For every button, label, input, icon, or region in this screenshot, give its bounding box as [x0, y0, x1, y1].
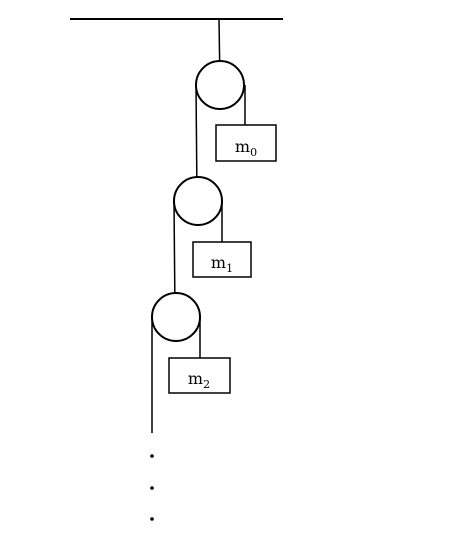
pulley-1 — [173, 176, 223, 226]
pulley-2 — [151, 292, 201, 342]
dot — [150, 517, 154, 521]
pulley-0 — [195, 60, 245, 110]
mass-label-m1: m1 — [211, 253, 233, 275]
dot — [150, 454, 154, 458]
mass-box-m0 — [215, 124, 277, 162]
mass-box-m2 — [168, 357, 231, 394]
mass-label-m2: m2 — [188, 369, 210, 391]
continuation-dots: … — [150, 454, 154, 521]
dot — [150, 486, 154, 490]
mass-box-m1 — [192, 241, 252, 278]
mass-label-m0: m0 — [235, 137, 257, 159]
